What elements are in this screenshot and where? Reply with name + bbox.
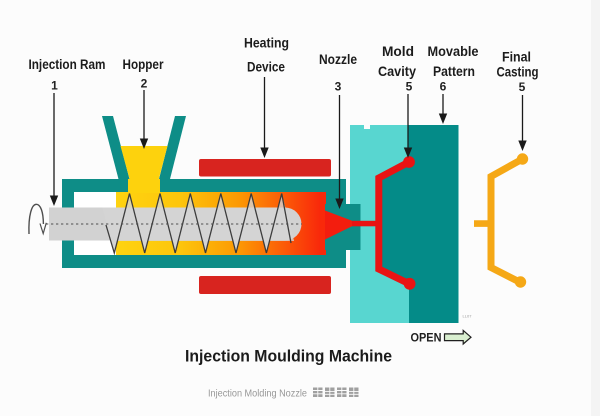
svg-text:Nozzle: Nozzle [319, 52, 357, 67]
svg-text:Casting: Casting [497, 65, 539, 80]
svg-text:Hopper: Hopper [123, 57, 165, 72]
svg-text:Device: Device [247, 60, 285, 75]
svg-text:Injection Ram: Injection Ram [29, 57, 106, 72]
svg-text:Heating: Heating [244, 36, 289, 51]
svg-text:Final: Final [502, 50, 531, 65]
svg-text:5: 5 [406, 80, 413, 94]
svg-text:1: 1 [51, 79, 58, 93]
svg-text:Pattern: Pattern [433, 64, 475, 79]
svg-text:Movable: Movable [428, 44, 479, 59]
svg-text:Injection Molding Nozzle: Injection Molding Nozzle [208, 388, 307, 400]
svg-text:LL07: LL07 [463, 314, 473, 319]
svg-text:2: 2 [141, 77, 148, 91]
svg-text:5: 5 [519, 80, 526, 94]
svg-text:Injection Moulding Machine: Injection Moulding Machine [185, 347, 392, 366]
svg-text:6: 6 [440, 80, 447, 94]
svg-text:Cavity: Cavity [378, 64, 416, 79]
svg-text:Mold: Mold [382, 44, 414, 59]
svg-text:OPEN: OPEN [411, 333, 442, 345]
svg-text:3: 3 [335, 80, 342, 94]
